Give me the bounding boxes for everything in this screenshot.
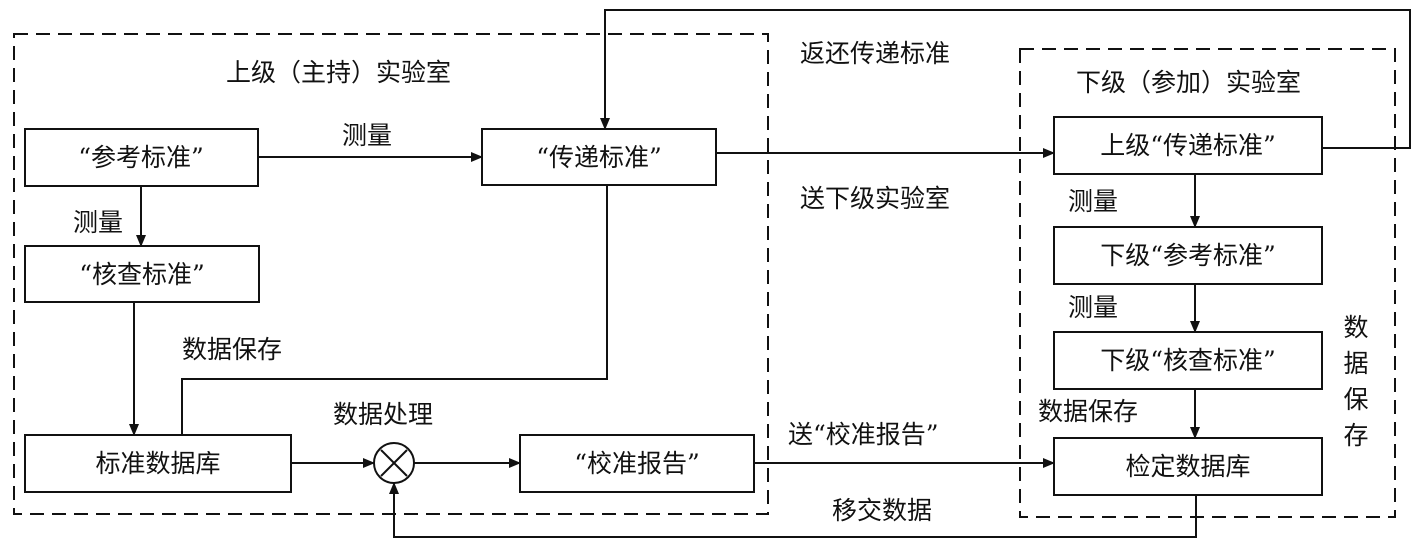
node-verification-database: 检定数据库 bbox=[1053, 437, 1323, 496]
node-reference-standard: “参考标准” bbox=[24, 128, 259, 187]
label-return-transfer-standard: 返还传递标准 bbox=[800, 39, 950, 68]
label-transfer-data: 移交数据 bbox=[832, 496, 932, 525]
label-send-calibration-report: 送“校准报告” bbox=[788, 420, 939, 449]
label-measure-lower-1: 测量 bbox=[1068, 187, 1118, 216]
node-check-standard-label: “核查标准” bbox=[79, 260, 205, 289]
label-measure-ref-to-check: 测量 bbox=[73, 208, 123, 237]
label-send-to-lower-lab: 送下级实验室 bbox=[800, 184, 950, 213]
node-calibration-report: “校准报告” bbox=[519, 434, 755, 493]
node-lower-reference-standard-label: 下级“参考标准” bbox=[1100, 241, 1276, 270]
upper-lab-boundary bbox=[13, 33, 769, 515]
transfer-data-connector bbox=[389, 482, 1197, 538]
node-lower-check-standard: 下级“核查标准” bbox=[1053, 331, 1323, 390]
database-to-transfer-connector bbox=[181, 185, 608, 435]
label-measure-ref-to-transfer: 测量 bbox=[342, 121, 392, 150]
node-standard-database: 标准数据库 bbox=[24, 434, 292, 493]
lower-lab-title: 下级（参加）实验室 bbox=[1076, 68, 1301, 97]
vertical-char: 保 bbox=[1343, 385, 1368, 414]
node-transfer-standard: “传递标准” bbox=[481, 128, 717, 186]
node-check-standard: “核查标准” bbox=[24, 245, 260, 303]
node-upper-transfer-standard: 上级“传递标准” bbox=[1053, 116, 1323, 175]
label-data-save-upper: 数据保存 bbox=[182, 335, 282, 364]
node-standard-database-label: 标准数据库 bbox=[95, 449, 220, 478]
node-upper-transfer-standard-label: 上级“传递标准” bbox=[1100, 131, 1276, 160]
node-transfer-standard-label: “传递标准” bbox=[536, 143, 662, 172]
vertical-char: 据 bbox=[1343, 349, 1368, 378]
label-data-save-lower: 数据保存 bbox=[1038, 397, 1138, 426]
node-lower-check-standard-label: 下级“核查标准” bbox=[1100, 346, 1276, 375]
label-measure-lower-2: 测量 bbox=[1068, 293, 1118, 322]
node-lower-reference-standard: 下级“参考标准” bbox=[1053, 226, 1323, 285]
lower-lab-boundary bbox=[1019, 48, 1396, 518]
label-data-processing: 数据处理 bbox=[333, 400, 433, 429]
vertical-char: 存 bbox=[1343, 421, 1368, 450]
return-transfer-connector bbox=[600, 9, 1411, 149]
node-verification-database-label: 检定数据库 bbox=[1125, 452, 1250, 481]
multiply-operator-icon bbox=[373, 442, 415, 484]
vertical-char: 数 bbox=[1343, 313, 1368, 342]
upper-lab-title: 上级（主持）实验室 bbox=[226, 58, 451, 87]
label-data-save-vertical: 数 据 保 存 bbox=[1343, 313, 1368, 450]
node-reference-standard-label: “参考标准” bbox=[78, 143, 204, 172]
node-calibration-report-label: “校准报告” bbox=[574, 449, 700, 478]
